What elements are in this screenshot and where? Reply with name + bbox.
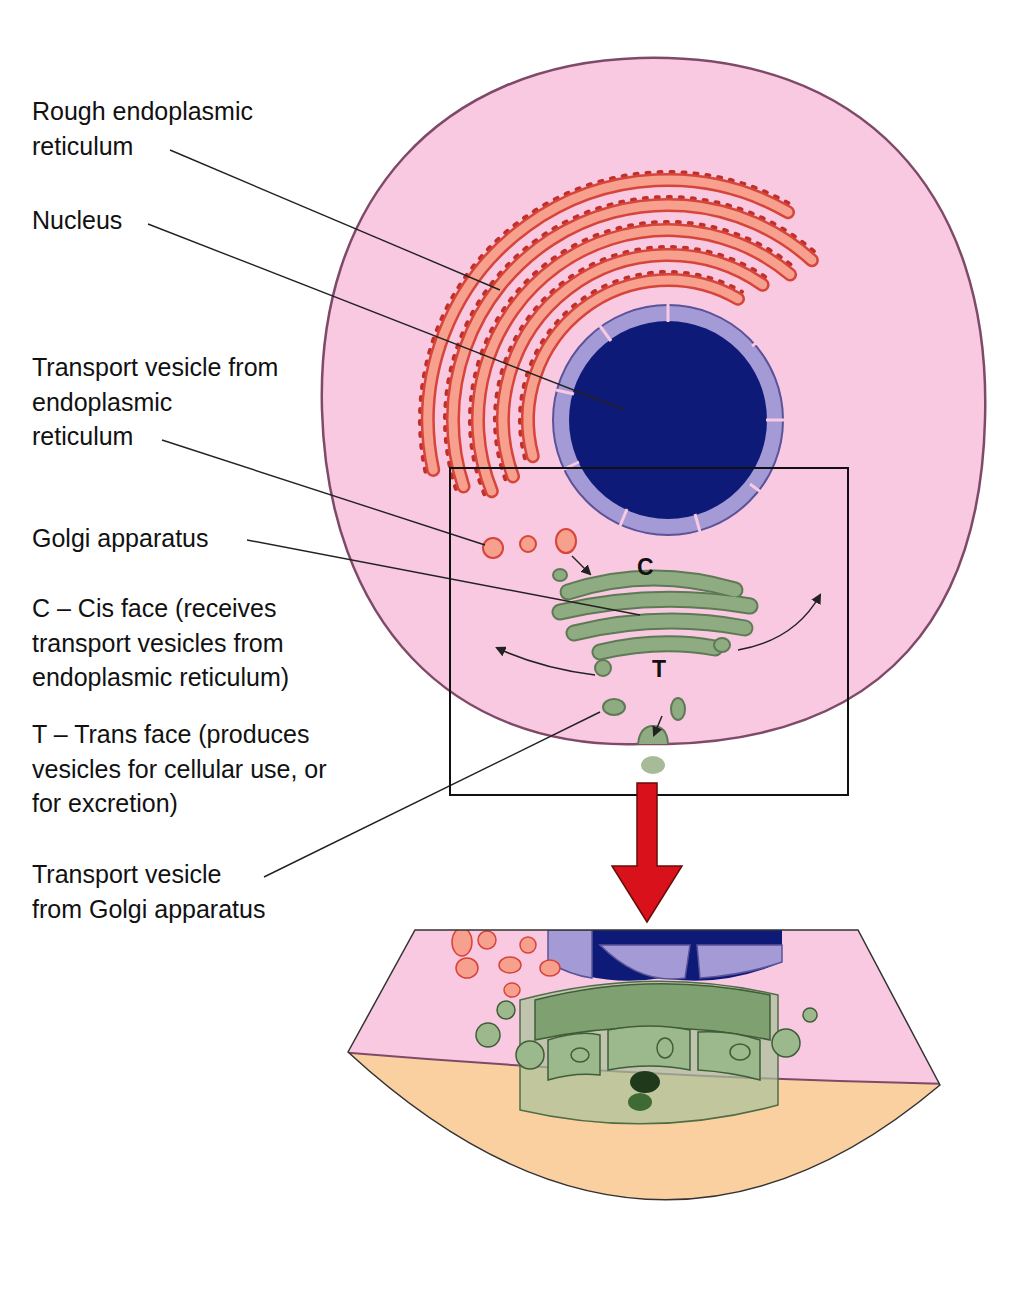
callout-label: Rough endoplasmic reticulum — [32, 94, 312, 163]
callout-label: C – Cis face (receives transport vesicle… — [32, 591, 362, 695]
er-vesicles — [483, 529, 576, 558]
flow-arrows — [497, 556, 820, 735]
cell-membrane — [322, 58, 985, 744]
callout-label: Nucleus — [32, 203, 232, 238]
face-letter: C — [637, 556, 667, 579]
callout-label: Transport vesicle from Golgi apparatus — [32, 857, 268, 926]
golgi-vesicles — [553, 569, 730, 720]
nuclear-pores — [556, 303, 785, 532]
callout-label: Golgi apparatus — [32, 521, 292, 556]
face-letter: T — [652, 658, 682, 681]
callout-label: T – Trans face (produces vesicles for ce… — [32, 717, 358, 821]
callout-label: Transport vesicle from endoplasmic retic… — [32, 350, 280, 454]
inset-frame — [450, 468, 848, 795]
zoom-arrow — [612, 783, 682, 922]
enlarged-view — [340, 925, 960, 1298]
exocytosis-vesicle — [638, 726, 668, 744]
secreted-vesicle — [641, 756, 665, 774]
inset-outline — [348, 930, 940, 1200]
nuclear-envelope — [553, 305, 783, 535]
golgi-stack — [560, 578, 750, 652]
nucleoplasm — [569, 321, 767, 519]
